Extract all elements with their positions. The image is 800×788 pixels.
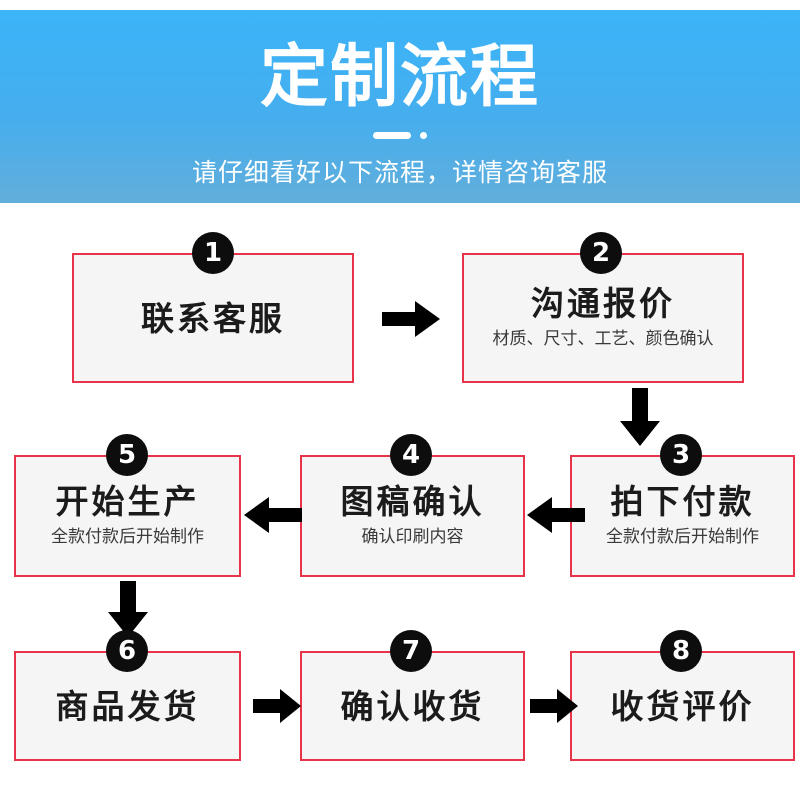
divider-dash xyxy=(373,131,411,139)
flow-step-1: 联系客服 xyxy=(72,253,354,383)
flow-step-8-badge: 8 xyxy=(660,630,702,672)
flow-step-4-badge: 4 xyxy=(390,434,432,476)
flow-step-6-badge: 6 xyxy=(106,630,148,672)
flow-step-3-title: 拍下付款 xyxy=(610,483,755,520)
flow-step-2-title: 沟通报价 xyxy=(531,285,675,322)
customization-flow-diagram: 联系客服 1 沟通报价 材质、尺寸、工艺、颜色确认 2 开始生产 全款付款后开始… xyxy=(0,203,800,788)
flow-step-1-title: 联系客服 xyxy=(141,299,285,337)
flow-step-7-badge: 7 xyxy=(390,630,432,672)
page-banner: 定制流程 请仔细看好以下流程，详情咨询客服 xyxy=(0,10,800,203)
arrow-right-icon xyxy=(382,301,440,337)
arrow-down-icon xyxy=(620,388,660,446)
flow-step-3-subtitle: 全款付款后开始制作 xyxy=(606,527,759,546)
flow-step-4-title: 图稿确认 xyxy=(340,483,485,520)
divider-dot xyxy=(420,131,427,139)
arrow-left-icon xyxy=(244,497,302,533)
arrow-right-icon xyxy=(253,689,301,723)
flow-step-2-subtitle: 材质、尺寸、工艺、颜色确认 xyxy=(492,329,714,348)
flow-step-6-title: 商品发货 xyxy=(55,687,200,725)
page-subtitle: 请仔细看好以下流程，详情咨询客服 xyxy=(191,159,608,187)
flow-step-5-subtitle: 全款付款后开始制作 xyxy=(51,527,204,546)
flow-step-7-title: 确认收货 xyxy=(340,687,485,725)
flow-step-5-badge: 5 xyxy=(106,434,148,476)
dash-dot-divider-icon xyxy=(0,128,800,142)
arrow-left-icon xyxy=(527,497,585,533)
flow-step-5-title: 开始生产 xyxy=(55,483,200,520)
flow-step-3: 拍下付款 全款付款后开始制作 xyxy=(570,455,795,577)
arrow-down-icon xyxy=(108,581,148,637)
flow-step-3-badge: 3 xyxy=(660,434,702,476)
arrow-right-icon xyxy=(530,689,578,723)
flow-step-8-title: 收货评价 xyxy=(610,687,755,725)
flow-step-2: 沟通报价 材质、尺寸、工艺、颜色确认 xyxy=(462,253,744,383)
flow-step-4-subtitle: 确认印刷内容 xyxy=(361,527,464,546)
page-title: 定制流程 xyxy=(259,39,540,115)
flow-step-2-badge: 2 xyxy=(580,232,622,274)
flow-step-1-badge: 1 xyxy=(192,232,234,274)
